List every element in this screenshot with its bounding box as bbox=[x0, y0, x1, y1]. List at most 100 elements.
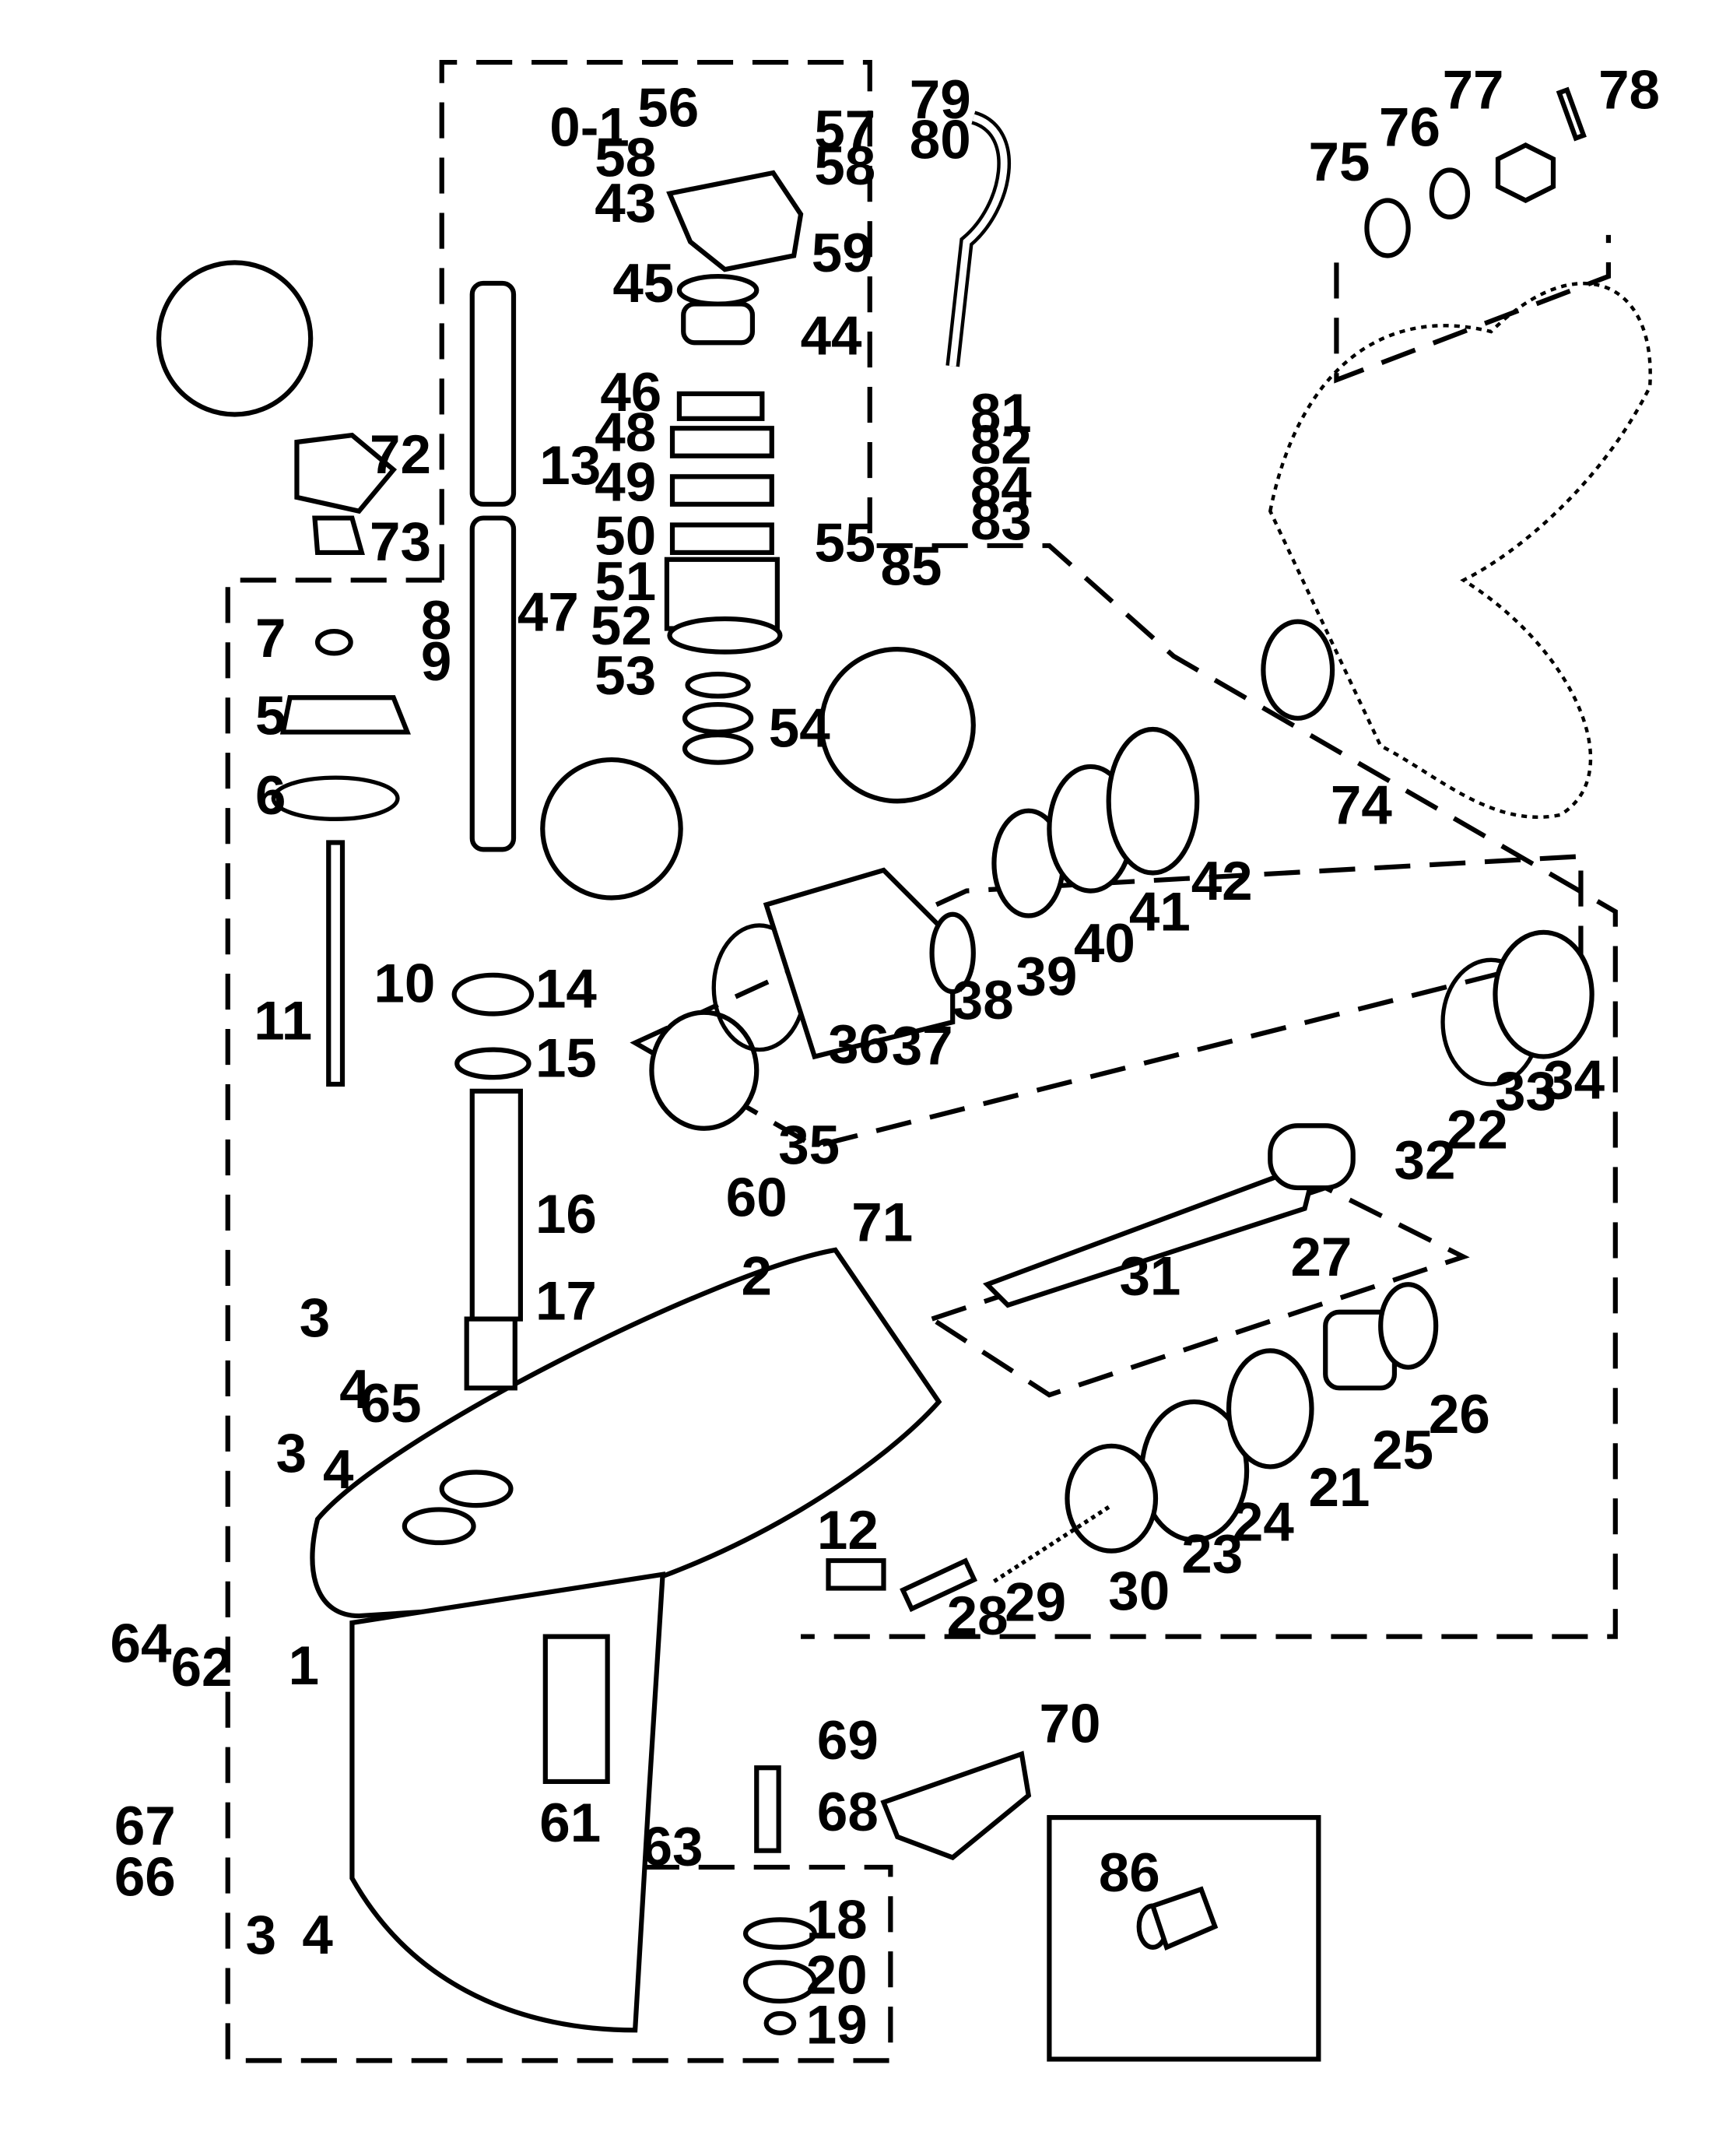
callout-label: 40 bbox=[1074, 913, 1135, 974]
callout-label: 35 bbox=[778, 1115, 840, 1176]
callout-label: 37 bbox=[892, 1015, 953, 1076]
callout-label: 4 bbox=[302, 1905, 333, 1966]
callout-label: 29 bbox=[1005, 1571, 1066, 1633]
callout-label: 44 bbox=[801, 305, 862, 367]
callout-label: 69 bbox=[817, 1710, 879, 1772]
callout-label: 3 bbox=[246, 1905, 276, 1966]
callout-label: 70 bbox=[1040, 1694, 1101, 1755]
callout-label: 68 bbox=[817, 1782, 879, 1843]
callout-label: 12 bbox=[817, 1500, 879, 1561]
callout-label: 81 bbox=[970, 383, 1032, 444]
callout-label: 4 bbox=[323, 1439, 354, 1501]
callout-label: 71 bbox=[851, 1192, 913, 1253]
callout-label: 75 bbox=[1309, 132, 1370, 193]
gear-housing-assembly-box bbox=[225, 578, 893, 2063]
callout-label: 85 bbox=[881, 536, 942, 598]
callout-label: 14 bbox=[535, 959, 597, 1020]
callout-label: 61 bbox=[539, 1793, 601, 1854]
callout-label: 9 bbox=[421, 631, 451, 693]
callout-label: 2 bbox=[742, 1246, 772, 1308]
prop-hardware bbox=[1364, 86, 1587, 258]
callout-label: 32 bbox=[1395, 1130, 1456, 1192]
callout-label: 84 bbox=[970, 456, 1032, 518]
propeller bbox=[1261, 282, 1652, 820]
callout-label: 80 bbox=[910, 110, 971, 171]
callout-label: 3 bbox=[276, 1423, 307, 1484]
callout-label: 3 bbox=[300, 1287, 330, 1349]
callout-label: 50 bbox=[595, 506, 656, 567]
callout-label: 4 bbox=[339, 1359, 370, 1420]
callout-label: 49 bbox=[595, 452, 656, 514]
callout-label: 58 bbox=[595, 128, 656, 189]
callout-label: 74 bbox=[1331, 775, 1392, 837]
callout-label: 83 bbox=[970, 490, 1032, 552]
callout-label: 20 bbox=[806, 1944, 868, 2006]
callout-label: 82 bbox=[970, 415, 1032, 476]
callout-label: 76 bbox=[1379, 97, 1440, 159]
callout-label: 34 bbox=[1543, 1050, 1605, 1111]
callout-label: 17 bbox=[535, 1271, 597, 1333]
callout-label: 43 bbox=[595, 173, 656, 234]
callout-label: 5 bbox=[255, 685, 286, 746]
callout-label: 31 bbox=[1119, 1246, 1181, 1308]
propeller-shaft-parts bbox=[649, 726, 1594, 2035]
callout-label: 24 bbox=[1233, 1491, 1294, 1553]
callout-label: 79 bbox=[910, 69, 971, 131]
callout-label: 78 bbox=[1598, 60, 1660, 121]
callout-label: 1 bbox=[289, 1635, 319, 1697]
callout-label: 23 bbox=[1181, 1523, 1243, 1585]
callout-label: 63 bbox=[642, 1816, 703, 1877]
callout-label: 51 bbox=[595, 551, 656, 613]
callout-label: 36 bbox=[828, 1014, 889, 1076]
callout-label: 58 bbox=[814, 135, 875, 197]
callout-label: 26 bbox=[1429, 1384, 1490, 1445]
callout-label: 60 bbox=[726, 1168, 788, 1229]
callout-label: 45 bbox=[612, 253, 674, 314]
callout-label: 0-1 bbox=[549, 97, 630, 159]
callout-label: 47 bbox=[517, 581, 579, 643]
water-pump-assembly-box bbox=[439, 59, 1618, 1639]
callout-label: 62 bbox=[171, 1637, 233, 1698]
callout-label: 28 bbox=[947, 1585, 1009, 1647]
callout-label: 42 bbox=[1191, 851, 1253, 912]
callout-label: 52 bbox=[591, 595, 652, 657]
callout-label: 48 bbox=[595, 402, 656, 464]
callout-label: 19 bbox=[806, 1994, 868, 2056]
callout-label: 15 bbox=[535, 1027, 597, 1089]
spare-part-86 bbox=[1136, 1886, 1219, 1951]
callout-label: 41 bbox=[1129, 881, 1191, 943]
gear-housing bbox=[310, 1247, 942, 2033]
callout-label: 56 bbox=[637, 78, 699, 139]
callout-label: 57 bbox=[814, 100, 875, 161]
propeller-hardware-box bbox=[1334, 234, 1612, 384]
callout-label: 30 bbox=[1108, 1561, 1170, 1622]
callout-label: 65 bbox=[360, 1373, 422, 1434]
callout-label: 22 bbox=[1447, 1100, 1508, 1161]
callout-label: 7 bbox=[255, 608, 286, 669]
callout-label: 6 bbox=[255, 765, 286, 827]
callout-label: 33 bbox=[1495, 1061, 1556, 1122]
callout-label: 10 bbox=[374, 953, 435, 1015]
callout-label: 38 bbox=[952, 970, 1014, 1031]
callout-label: 8 bbox=[421, 590, 451, 651]
callout-label: 39 bbox=[1016, 946, 1077, 1008]
callout-label: 77 bbox=[1443, 60, 1504, 121]
callout-label: 46 bbox=[600, 362, 661, 423]
callout-label: 21 bbox=[1309, 1457, 1370, 1519]
callout-label: 66 bbox=[114, 1846, 176, 1908]
callout-label: 55 bbox=[814, 513, 875, 574]
callout-label: 11 bbox=[254, 990, 312, 1052]
callout-label: 86 bbox=[1099, 1842, 1160, 1904]
water-inlet-screen bbox=[542, 1634, 610, 1785]
callout-label: 67 bbox=[114, 1796, 176, 1857]
callout-label: 64 bbox=[111, 1613, 172, 1675]
callout-label: 13 bbox=[539, 435, 601, 497]
callout-label: 72 bbox=[370, 424, 431, 486]
callout-label: 73 bbox=[370, 511, 431, 573]
drive-shaft-parts bbox=[156, 170, 976, 1391]
callout-label: 18 bbox=[806, 1889, 868, 1951]
callout-label: 25 bbox=[1372, 1420, 1433, 1481]
